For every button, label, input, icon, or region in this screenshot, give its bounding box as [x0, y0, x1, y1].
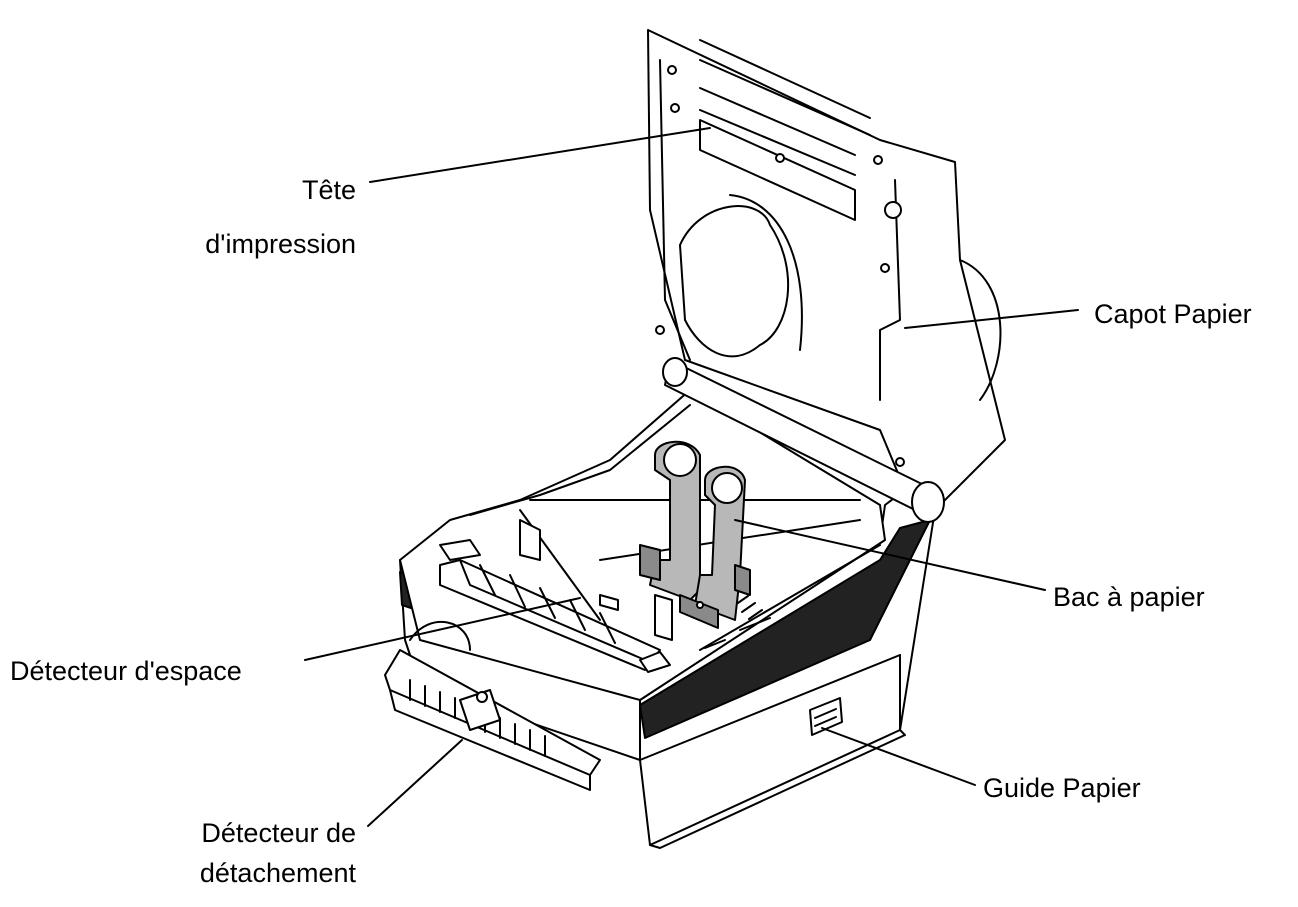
leader-line-peel-sensor [367, 739, 463, 827]
platen-roller [439, 519, 673, 673]
leader-line-print-head [369, 127, 711, 183]
label-print-head: Tête d'impression [150, 172, 356, 262]
leader-line-paper-guide [821, 727, 976, 786]
label-paper-guide: Guide Papier [983, 773, 1141, 803]
tear-bar [384, 621, 601, 791]
leader-line-paper-cover [904, 309, 1079, 329]
label-peel-sensor: Détecteur de détachement [150, 815, 356, 891]
printer-illustration [304, 29, 1079, 849]
label-paper-holder: Bac à papier [1053, 582, 1205, 612]
label-peel-sensor-line1: Détecteur de [201, 818, 356, 848]
label-paper-cover: Capot Papier [1094, 299, 1252, 329]
leader-lines [304, 127, 1079, 827]
paper-cover [647, 29, 1006, 523]
label-print-head-line2: d'impression [205, 229, 356, 259]
label-peel-sensor-line2: détachement [199, 858, 356, 888]
label-gap-sensor: Détecteur d'espace [10, 656, 242, 686]
leader-line-gap-sensor [304, 597, 581, 661]
leader-line-paper-holder [734, 519, 1046, 591]
paper-holder [639, 440, 751, 629]
label-print-head-line1: Tête [301, 175, 356, 205]
